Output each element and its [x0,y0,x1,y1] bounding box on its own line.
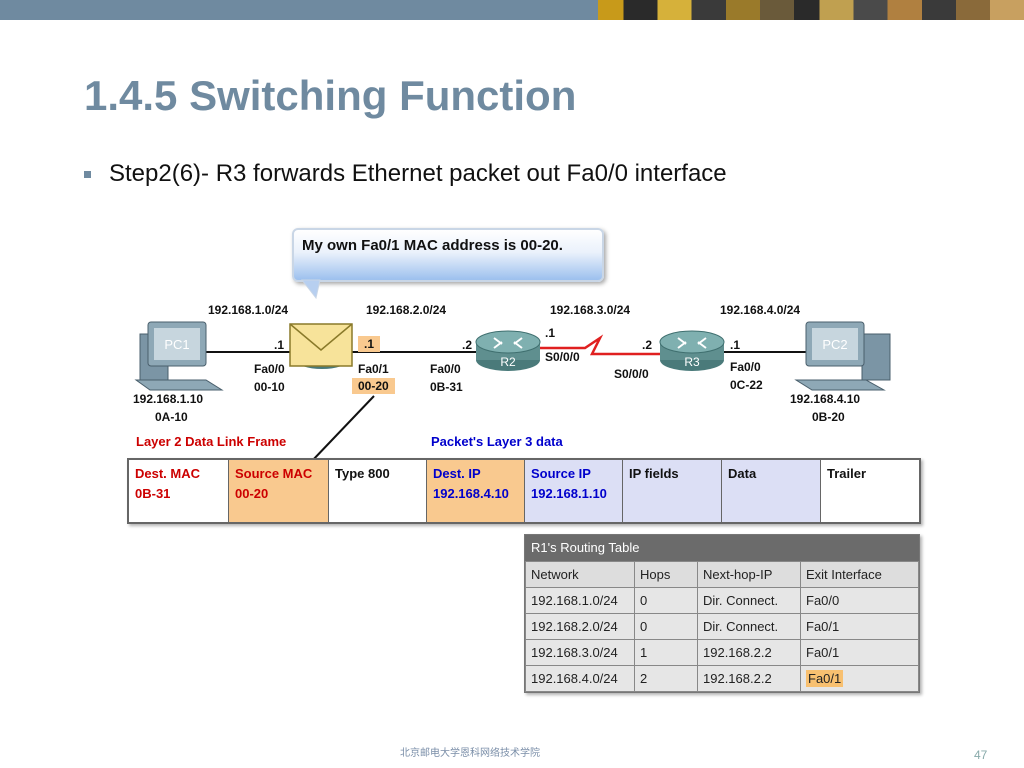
r3-left-if: S0/0/0 [614,367,649,381]
field-name: Dest. IP [433,466,481,481]
pc1-icon: PC1 [134,321,224,391]
r1-right-mac: 00-20 [352,378,395,394]
network-label-3: 192.168.3.0/24 [550,303,631,317]
col-next-hop: Next-hop-IP [697,561,801,588]
routing-table: R1's Routing Table Network Hops Next-hop… [524,534,920,693]
r2-right-if: S0/0/0 [545,350,580,364]
r1-left-if: Fa0/0 [254,362,285,376]
r1-right-host: .1 [358,336,381,352]
cell-network: 192.168.2.0/24 [525,613,635,640]
field-name: Trailer [827,466,867,481]
frame-field-ip-fields: IP fields [623,460,722,522]
field-name: Dest. MAC [135,466,201,481]
cell-next-hop: Dir. Connect. [697,587,801,614]
field-name: Type 800 [335,466,390,481]
link-r2-r3-serial [540,334,662,356]
table-row: 192.168.3.0/24 1 192.168.2.2 Fa0/1 [525,639,919,666]
r3-right-if: Fa0/0 [730,360,761,374]
r1-right-if: Fa0/1 [358,362,389,376]
field-value: 0B-31 [135,486,171,501]
r3-left-host: .2 [642,338,653,352]
page-number: 47 [974,748,988,762]
col-network: Network [525,561,635,588]
routing-table-grid: Network Hops Next-hop-IP Exit Interface … [525,561,919,692]
field-value: 192.168.1.10 [531,486,607,501]
r3-icon: R3 [659,330,725,371]
table-row: 192.168.2.0/24 0 Dir. Connect. Fa0/1 [525,613,919,640]
bullet-point: Step2(6)- R3 forwards Ethernet packet ou… [84,160,727,188]
callout-bubble: My own Fa0/1 MAC address is 00-20. [292,228,604,282]
envelope-icon [289,323,353,367]
pc2-mac: 0B-20 [812,410,845,424]
network-label-4: 192.168.4.0/24 [720,303,801,317]
pc1-ip: 192.168.1.10 [133,392,204,406]
r3-right-mac: 0C-22 [730,378,763,392]
cell-network: 192.168.3.0/24 [525,639,635,666]
header-photo-strip [598,0,1024,20]
bullet-text: Step2(6)- R3 forwards Ethernet packet ou… [109,160,727,187]
field-value: 192.168.4.10 [433,486,509,501]
field-value: 00-20 [235,486,269,501]
frame-field-source-mac: Source MAC 00-20 [229,460,329,522]
cell-exit-interface: Fa0/1 [800,665,919,692]
col-hops: Hops [634,561,698,588]
r2-left-mac: 0B-31 [430,380,463,394]
slide-title: 1.4.5 Switching Function [84,72,577,119]
r2-icon: R2 [475,330,541,371]
frame-field-dest-mac: Dest. MAC 0B-31 [129,460,229,522]
cell-next-hop: 192.168.2.2 [697,665,801,692]
r2-label: R2 [500,355,516,369]
table-row: 192.168.1.0/24 0 Dir. Connect. Fa0/0 [525,587,919,614]
cell-exit-interface: Fa0/1 [800,613,919,640]
network-label-2: 192.168.2.0/24 [366,303,447,317]
pc1-label: PC1 [164,337,189,352]
layer2-label: Layer 2 Data Link Frame [136,434,287,449]
pc2-icon: PC2 [794,321,891,391]
footer-text: 北京邮电大学恩科网络技术学院 [400,748,540,759]
cell-hops: 0 [634,613,698,640]
bullet-square-icon [84,170,91,178]
table-header-row: Network Hops Next-hop-IP Exit Interface [525,561,919,588]
r2-right-host: .1 [545,326,556,340]
pc2-label: PC2 [822,337,847,352]
frame-field-type: Type 800 [329,460,427,522]
highlighted-exit-interface: Fa0/1 [806,670,844,687]
routing-table-title: R1's Routing Table [525,535,919,561]
frame-field-data: Data [722,460,821,522]
cell-network: 192.168.1.0/24 [525,587,635,614]
frame-field-trailer: Trailer [821,460,919,522]
callout-tail [300,279,321,300]
field-name: Data [728,466,757,481]
field-name: Source IP [531,466,591,481]
network-label-1: 192.168.1.0/24 [208,303,289,317]
r1-left-mac: 00-10 [254,380,285,394]
table-row: 192.168.4.0/24 2 192.168.2.2 Fa0/1 [525,665,919,692]
cell-exit-interface: Fa0/1 [800,639,919,666]
cell-network: 192.168.4.0/24 [525,665,635,692]
cell-exit-interface: Fa0/0 [800,587,919,614]
pc2-ip: 192.168.4.10 [790,392,861,406]
r2-left-host: .2 [462,338,473,352]
cell-next-hop: 192.168.2.2 [697,639,801,666]
pc1-mac: 0A-10 [155,410,188,424]
frame-field-source-ip: Source IP 192.168.1.10 [525,460,623,522]
cell-hops: 0 [634,587,698,614]
layer3-label: Packet's Layer 3 data [431,434,563,449]
r1-left-host: .1 [274,338,285,352]
cell-next-hop: Dir. Connect. [697,613,801,640]
r2-left-if: Fa0/0 [430,362,461,376]
r3-label: R3 [684,355,700,369]
r3-right-host: .1 [730,338,741,352]
col-exit-interface: Exit Interface [800,561,919,588]
field-name: IP fields [629,466,679,481]
frame-field-dest-ip: Dest. IP 192.168.4.10 [427,460,525,522]
cell-hops: 1 [634,639,698,666]
ethernet-frame: Dest. MAC 0B-31 Source MAC 00-20 Type 80… [127,458,921,524]
cell-hops: 2 [634,665,698,692]
field-name: Source MAC [235,466,313,481]
